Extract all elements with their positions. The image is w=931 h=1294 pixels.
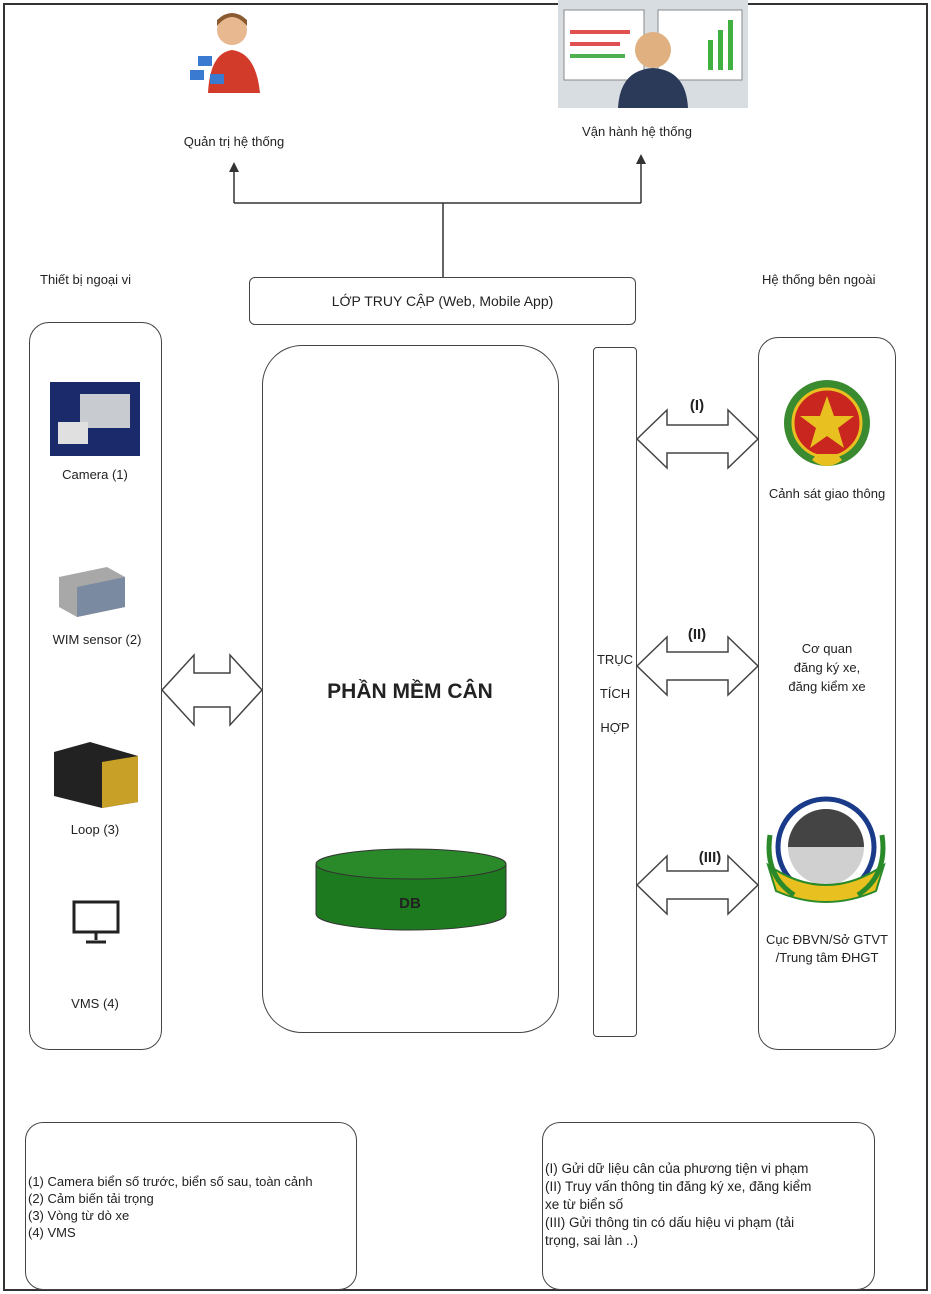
police-label: Cảnh sát giao thông bbox=[768, 486, 886, 501]
link-arrow-police bbox=[635, 408, 760, 470]
integration-label-3: HỢP bbox=[600, 720, 630, 735]
registry-label-2: đăng ký xe, bbox=[793, 660, 861, 675]
operator-dashboard-icon bbox=[558, 0, 748, 108]
peripherals-double-arrow bbox=[160, 653, 264, 727]
operator-label: Vận hành hệ thống bbox=[582, 124, 692, 139]
access-layer-label: LỚP TRUY CẬP (Web, Mobile App) bbox=[331, 293, 554, 309]
integration-label-2: TÍCH bbox=[599, 686, 631, 701]
core-software-title: PHẦN MỀM CÂN bbox=[327, 680, 493, 703]
legend-item: xe từ biển số bbox=[545, 1197, 624, 1212]
loop-detector-icon bbox=[54, 742, 138, 808]
link-arrow-transport bbox=[635, 854, 760, 916]
legend-item: (4) VMS bbox=[28, 1225, 76, 1240]
registry-label-3: đăng kiểm xe bbox=[788, 679, 866, 694]
legend-item: (2) Cảm biến tải trọng bbox=[28, 1191, 154, 1206]
peripherals-title: Thiết bị ngoại vi bbox=[40, 272, 132, 287]
legend-item: (I) Gửi dữ liệu cân của phương tiện vi p… bbox=[545, 1161, 809, 1176]
diagram-frame bbox=[3, 3, 928, 1291]
peripheral-camera-label: Camera (1) bbox=[62, 467, 128, 482]
admin-user-icon bbox=[190, 13, 260, 93]
transport-label-1: Cục ĐBVN/Sở GTVT bbox=[766, 932, 888, 947]
integration-bus bbox=[593, 347, 637, 1037]
link-label-3: (III) bbox=[698, 849, 722, 866]
transport-label-2: /Trung tâm ĐHGT bbox=[775, 950, 879, 965]
wim-sensor-icon bbox=[59, 567, 125, 617]
database-icon bbox=[315, 848, 507, 931]
legend-item: (II) Truy vấn thông tin đăng ký xe, đăng… bbox=[545, 1179, 812, 1194]
peripheral-wim-label: WIM sensor (2) bbox=[52, 632, 142, 647]
integration-label-1: TRỤC bbox=[596, 652, 634, 667]
external-title: Hệ thống bên ngoài bbox=[762, 272, 876, 287]
legend-item: trọng, sai làn ..) bbox=[545, 1233, 639, 1248]
traffic-police-emblem bbox=[784, 380, 870, 466]
database-label: DB bbox=[399, 895, 421, 912]
monitor-icon bbox=[72, 900, 120, 944]
access-layer-box: LỚP TRUY CẬP (Web, Mobile App) bbox=[249, 277, 636, 325]
peripherals-legend: (1) Camera biển số trước, biển số sau, t… bbox=[25, 1122, 357, 1290]
admin-label: Quản trị hệ thống bbox=[183, 134, 285, 149]
link-label-2: (II) bbox=[687, 626, 707, 643]
link-label-1: (I) bbox=[689, 397, 705, 414]
access-connector bbox=[229, 154, 646, 277]
link-arrow-registry bbox=[635, 635, 760, 697]
registry-label-1: Cơ quan bbox=[801, 641, 853, 656]
transport-ministry-emblem bbox=[766, 796, 886, 903]
links-legend: (I) Gửi dữ liệu cân của phương tiện vi p… bbox=[542, 1122, 875, 1290]
legend-item: (3) Vòng từ dò xe bbox=[28, 1208, 130, 1223]
camera-icon bbox=[50, 382, 140, 456]
legend-item: (1) Camera biển số trước, biển số sau, t… bbox=[28, 1174, 313, 1189]
peripheral-vms-label: VMS (4) bbox=[71, 996, 119, 1011]
legend-item: (III) Gửi thông tin có dấu hiệu vi phạm … bbox=[545, 1215, 795, 1230]
peripheral-loop-label: Loop (3) bbox=[70, 822, 120, 837]
